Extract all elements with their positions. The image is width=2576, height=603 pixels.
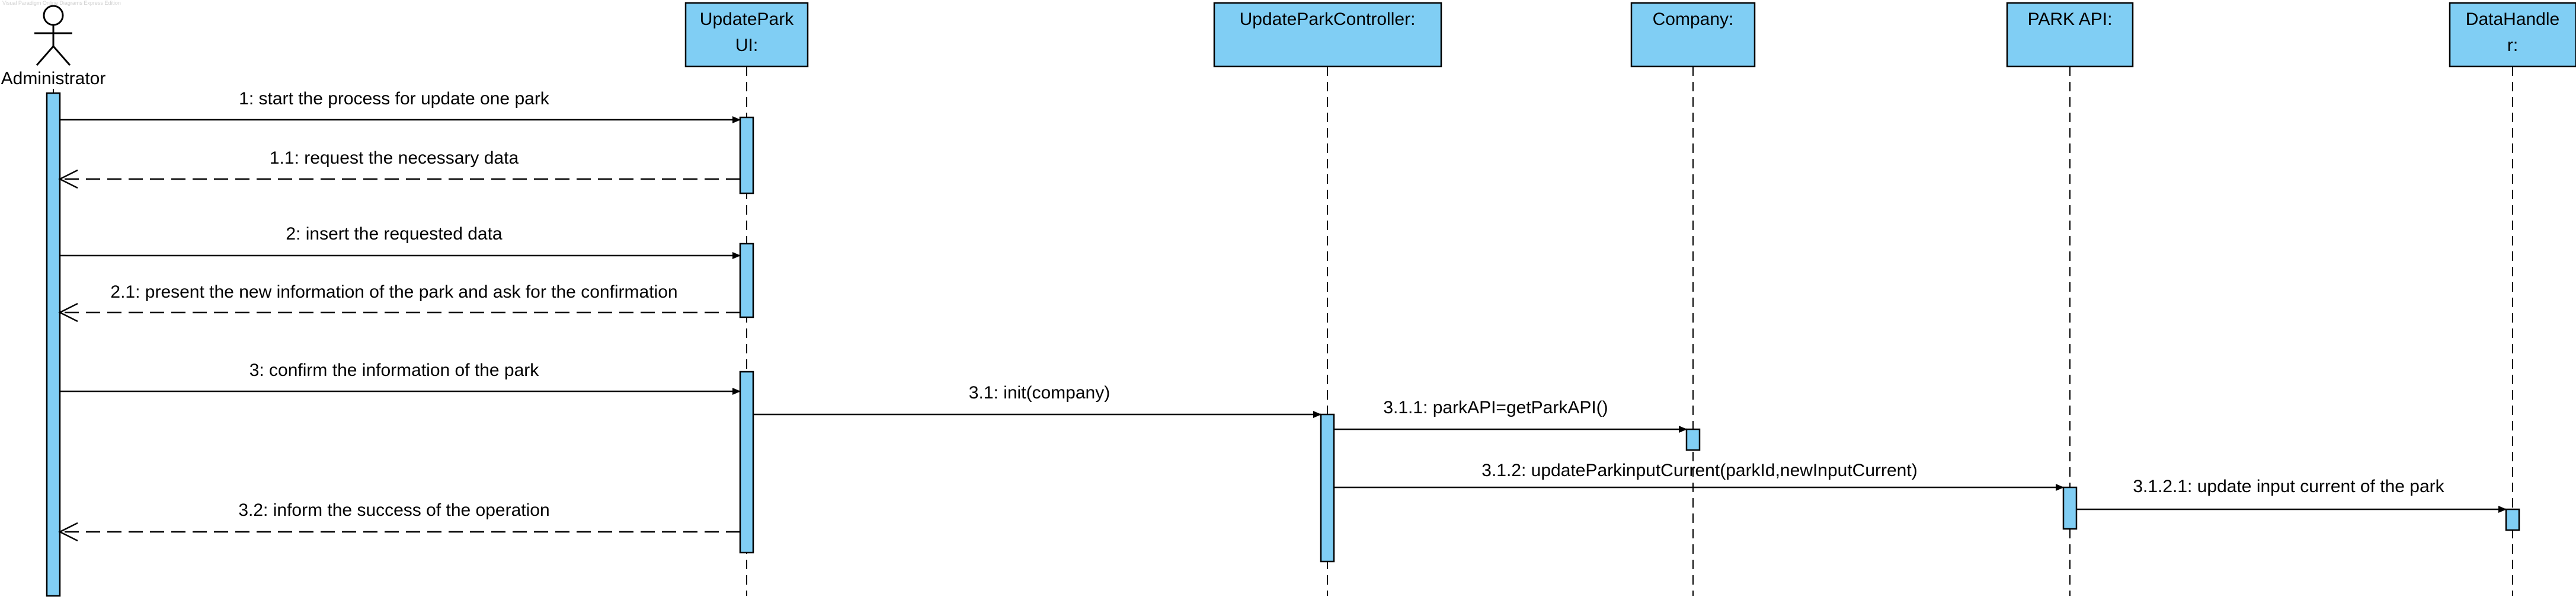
activation-company bbox=[1685, 428, 1701, 451]
participant-label: UpdateParkController: bbox=[1240, 9, 1416, 29]
participant-label: PARK API: bbox=[2028, 9, 2113, 29]
activation-controller bbox=[1320, 413, 1335, 563]
message-1-label: 1: start the process for update one park bbox=[239, 89, 550, 109]
return-arrowhead-icon bbox=[58, 169, 78, 189]
actor-name: Administrator bbox=[1, 69, 106, 88]
message-2-1-label: 2.1: present the new information of the … bbox=[110, 282, 677, 302]
activation-ui-2 bbox=[739, 243, 754, 318]
message-3-label: 3: confirm the information of the park bbox=[249, 360, 540, 380]
participant-label: Company: bbox=[1653, 9, 1734, 29]
message-3-1-1-label: 3.1.1: parkAPI=getParkAPI() bbox=[1383, 398, 1608, 417]
participant-update-park-controller: UpdateParkController: bbox=[1213, 2, 1442, 68]
participant-label: UpdatePark bbox=[700, 9, 794, 29]
actor-administrator: Administrator bbox=[1, 5, 106, 88]
participant-label: DataHandle bbox=[2466, 9, 2559, 29]
activation-ui-1 bbox=[739, 116, 754, 194]
message-2-label: 2: insert the requested data bbox=[286, 224, 503, 244]
participant-label: r: bbox=[2507, 36, 2518, 55]
participant-update-park-ui: UpdatePark UI: bbox=[684, 2, 809, 68]
message-3-1-2-1-label: 3.1.2.1: update input current of the par… bbox=[2133, 477, 2444, 496]
activation-park-api bbox=[2062, 486, 2078, 530]
participant-company: Company: bbox=[1630, 2, 1756, 68]
actor-stick-figure-icon bbox=[34, 5, 72, 66]
participant-label: UI: bbox=[735, 36, 758, 55]
return-arrowhead-icon bbox=[58, 302, 78, 323]
participant-data-handler: DataHandle r: bbox=[2449, 2, 2576, 68]
return-arrowhead-icon bbox=[58, 522, 78, 542]
message-3-2-label: 3.2: inform the success of the operation bbox=[238, 500, 549, 520]
message-3-1-label: 3.1: init(company) bbox=[969, 383, 1110, 403]
activation-data-handler bbox=[2505, 508, 2520, 531]
activation-administrator bbox=[46, 92, 61, 597]
participant-park-api: PARK API: bbox=[2006, 2, 2134, 68]
activation-ui-3 bbox=[739, 371, 754, 554]
message-1-1-label: 1.1: request the necessary data bbox=[270, 148, 519, 168]
message-3-1-2-label: 3.1.2: updateParkinputCurrent(parkId,new… bbox=[1481, 461, 1917, 480]
watermark: Visual Paradigm Online Diagrams Express … bbox=[2, 0, 121, 6]
